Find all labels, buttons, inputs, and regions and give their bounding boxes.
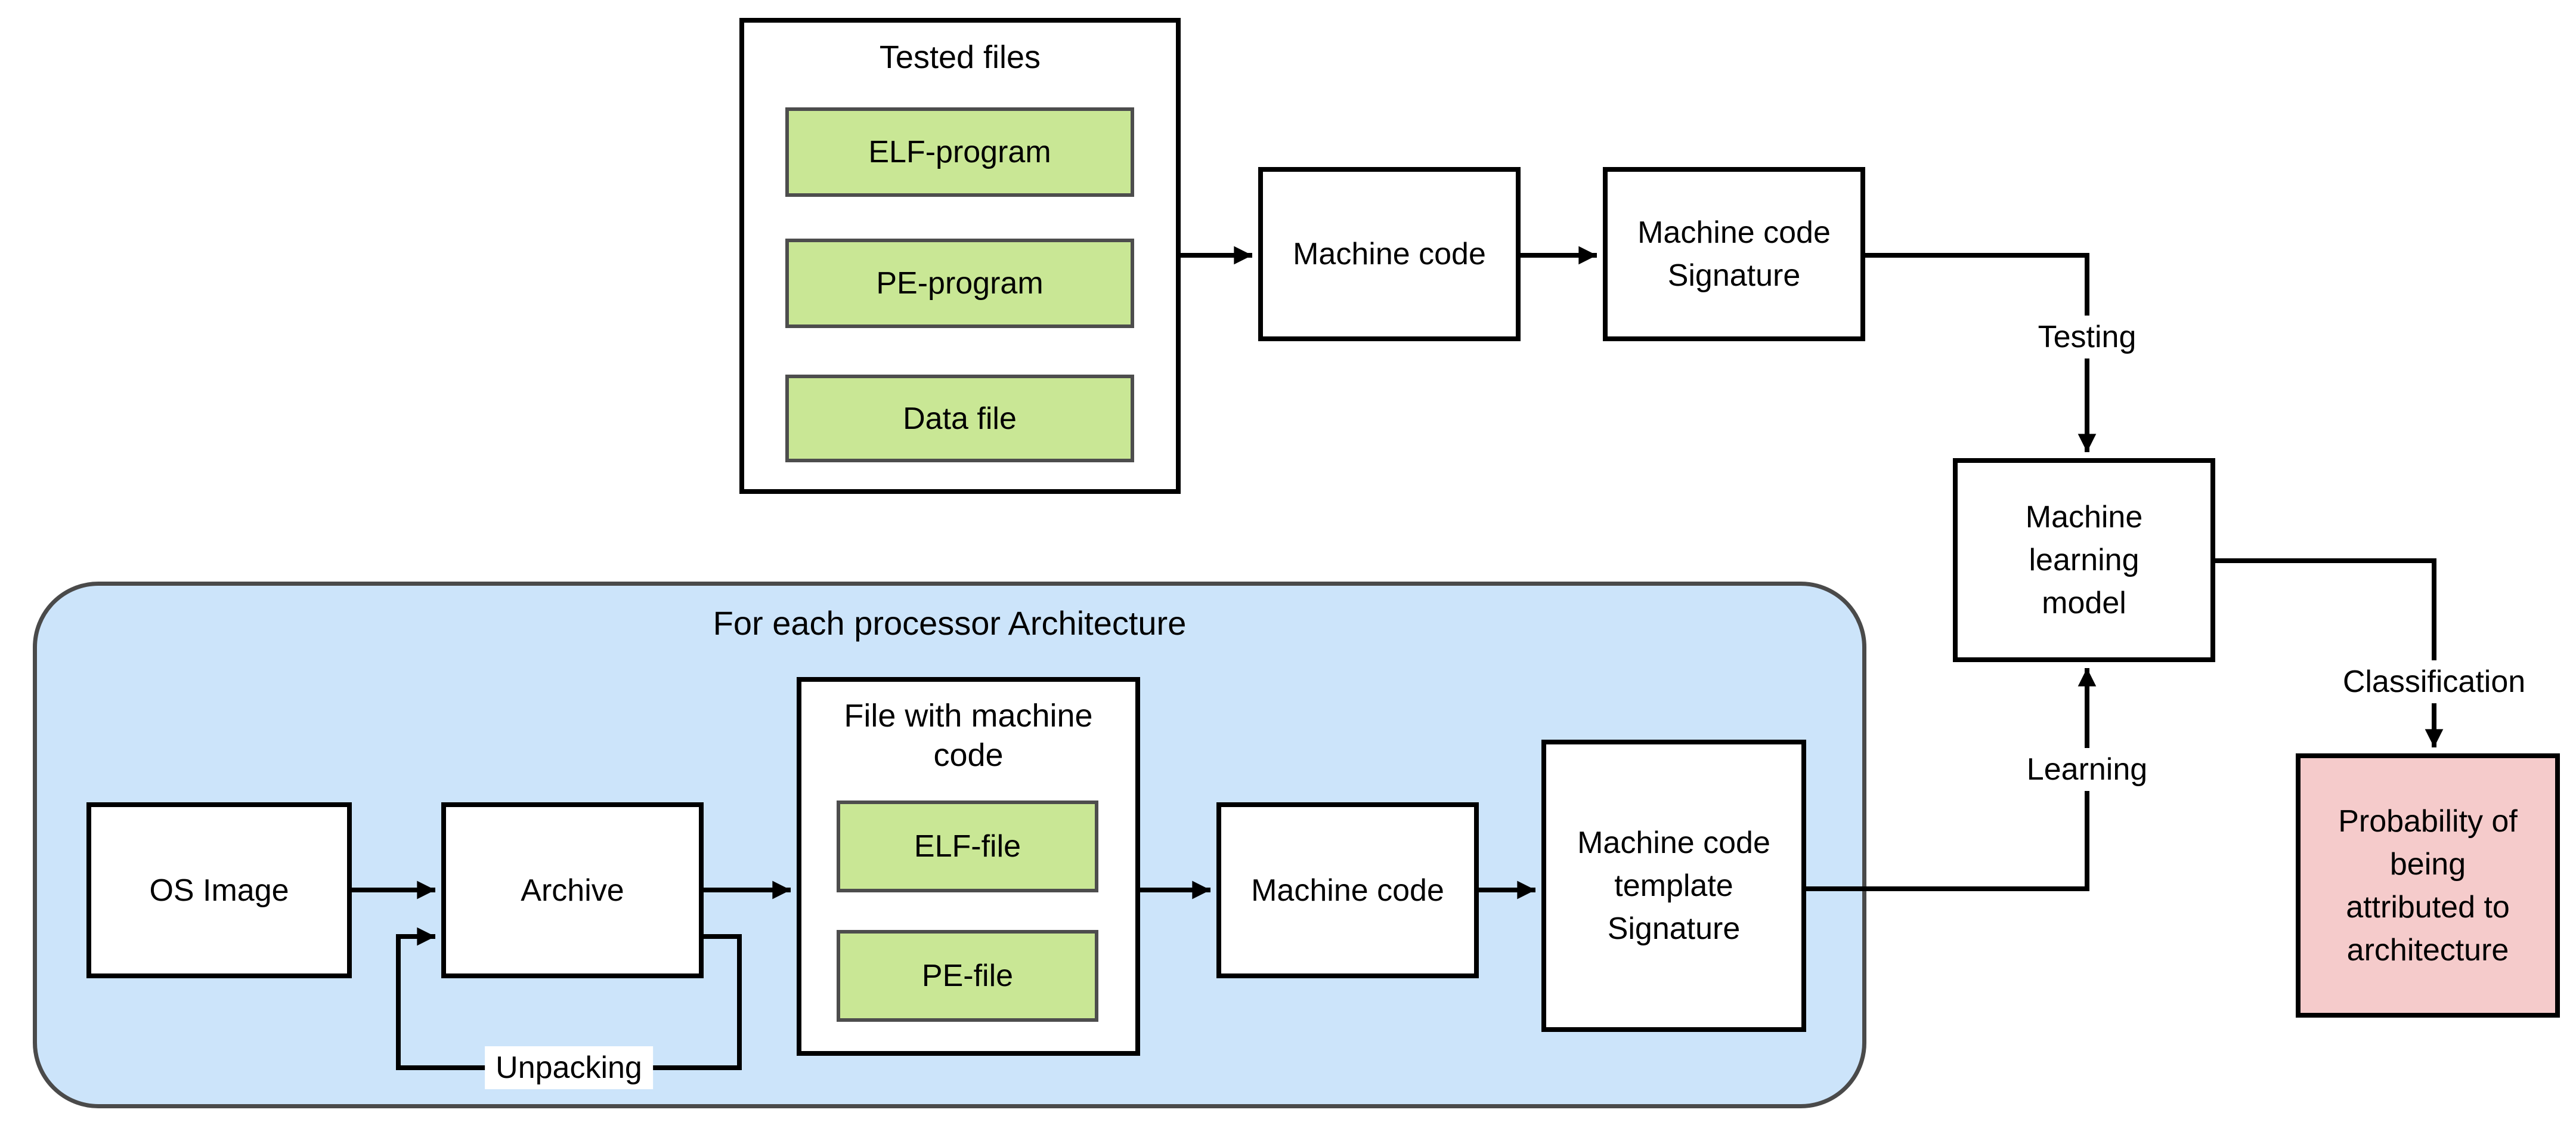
learning-edge-label: Learning <box>2015 748 2159 791</box>
model-line-2: learning <box>2029 543 2140 577</box>
file-with-machine-code-box: File with machine code ELF-file PE-file <box>797 677 1140 1056</box>
elf-file-box: ELF-file <box>837 801 1098 892</box>
machine-learning-model-box: Machine learning model <box>1953 458 2215 662</box>
elf-program-box: ELF-program <box>785 107 1134 197</box>
machine-code-bottom-label: Machine code <box>1251 873 1444 908</box>
machine-code-template-signature-box: Machine code template Signature <box>1541 740 1806 1032</box>
probability-line-2: being <box>2389 846 2466 882</box>
edge-signature-to-model-testing <box>1865 253 2097 452</box>
template-line-3: Signature <box>1607 911 1741 946</box>
file-box-title-line-1: File with machine <box>844 698 1093 734</box>
architecture-loop-title: For each processor Architecture <box>713 604 1187 642</box>
os-image-label: OS Image <box>149 873 289 908</box>
pe-file-box: PE-file <box>837 930 1098 1022</box>
machine-code-bottom-box: Machine code <box>1216 802 1479 978</box>
model-line-1: Machine <box>2025 500 2143 534</box>
tested-files-title: Tested files <box>879 39 1041 75</box>
tested-files-box: Tested files ELF-program PE-program Data… <box>739 18 1181 494</box>
pe-program-box: PE-program <box>785 239 1134 328</box>
file-box-title-line-2: code <box>933 737 1004 773</box>
os-image-box: OS Image <box>86 802 352 978</box>
testing-edge-label: Testing <box>2027 316 2147 358</box>
probability-box: Probability of being attributed to archi… <box>2296 753 2560 1018</box>
probability-line-4: architecture <box>2346 932 2509 968</box>
template-line-1: Machine code <box>1577 826 1770 860</box>
signature-line-1: Machine code <box>1637 215 1831 250</box>
model-line-3: model <box>2042 586 2126 620</box>
machine-code-top-label: Machine code <box>1293 237 1486 271</box>
probability-line-3: attributed to <box>2346 889 2510 925</box>
archive-label: Archive <box>521 873 624 908</box>
unpacking-edge-label: Unpacking <box>485 1046 653 1089</box>
machine-code-top-box: Machine code <box>1258 167 1521 341</box>
machine-code-signature-box: Machine code Signature <box>1603 167 1865 341</box>
data-file-box: Data file <box>785 375 1134 462</box>
template-line-2: template <box>1614 869 1733 903</box>
edge-template-to-model-learning <box>1806 668 2097 891</box>
archive-box: Archive <box>441 802 704 978</box>
signature-line-2: Signature <box>1667 258 1801 293</box>
classification-edge-label: Classification <box>2332 660 2537 703</box>
probability-line-1: Probability of <box>2338 803 2518 839</box>
edge-model-to-probability-classification <box>2215 558 2444 747</box>
